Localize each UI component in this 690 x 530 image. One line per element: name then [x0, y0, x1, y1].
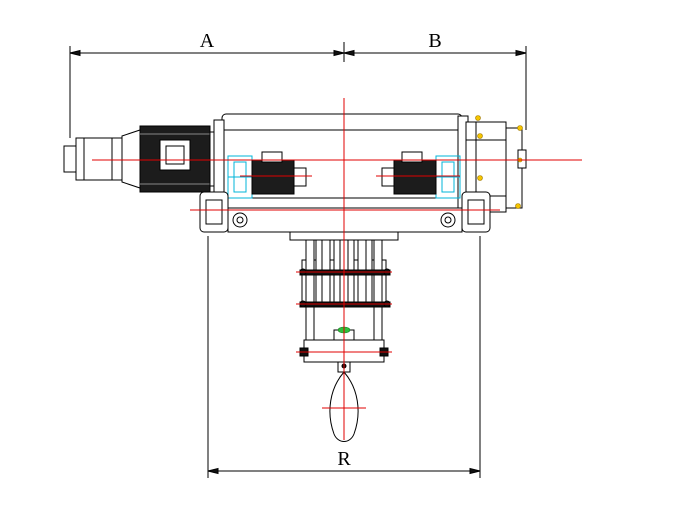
hoist-motor [63, 125, 223, 193]
trolley-motor-body-right [393, 159, 437, 195]
motor-flange [121, 129, 141, 189]
lubrication-point [475, 115, 481, 121]
dimension-label-a: A [200, 30, 215, 52]
wheel-axle-left [232, 212, 248, 228]
lubrication-point [477, 175, 483, 181]
dimension-label-b: B [428, 30, 441, 52]
arrowhead [69, 49, 81, 57]
trolley-motor-right [381, 151, 461, 199]
arrowhead [207, 467, 219, 475]
dimension-label-r: R [337, 448, 351, 470]
drum-housing [213, 113, 469, 231]
terminal-box-right [401, 151, 423, 163]
terminal-box-left [261, 151, 283, 163]
arrowhead [515, 49, 527, 57]
hook-block [299, 239, 391, 442]
lubrication-point [515, 203, 521, 209]
arrowhead [333, 49, 345, 57]
lubrication-point [477, 133, 483, 139]
dimension-a-b: A B [69, 30, 527, 138]
wheel-axle-right [440, 212, 456, 228]
lubrication-point [517, 125, 523, 131]
centerlines [92, 98, 582, 440]
trolley-motor-body-left [251, 159, 295, 195]
arrowhead [343, 49, 355, 57]
trolley-beam [227, 207, 463, 233]
motor-end-cap [63, 145, 77, 173]
motor-brake-housing [75, 137, 123, 181]
arrowhead [469, 467, 481, 475]
dimension-r: R [207, 236, 481, 478]
